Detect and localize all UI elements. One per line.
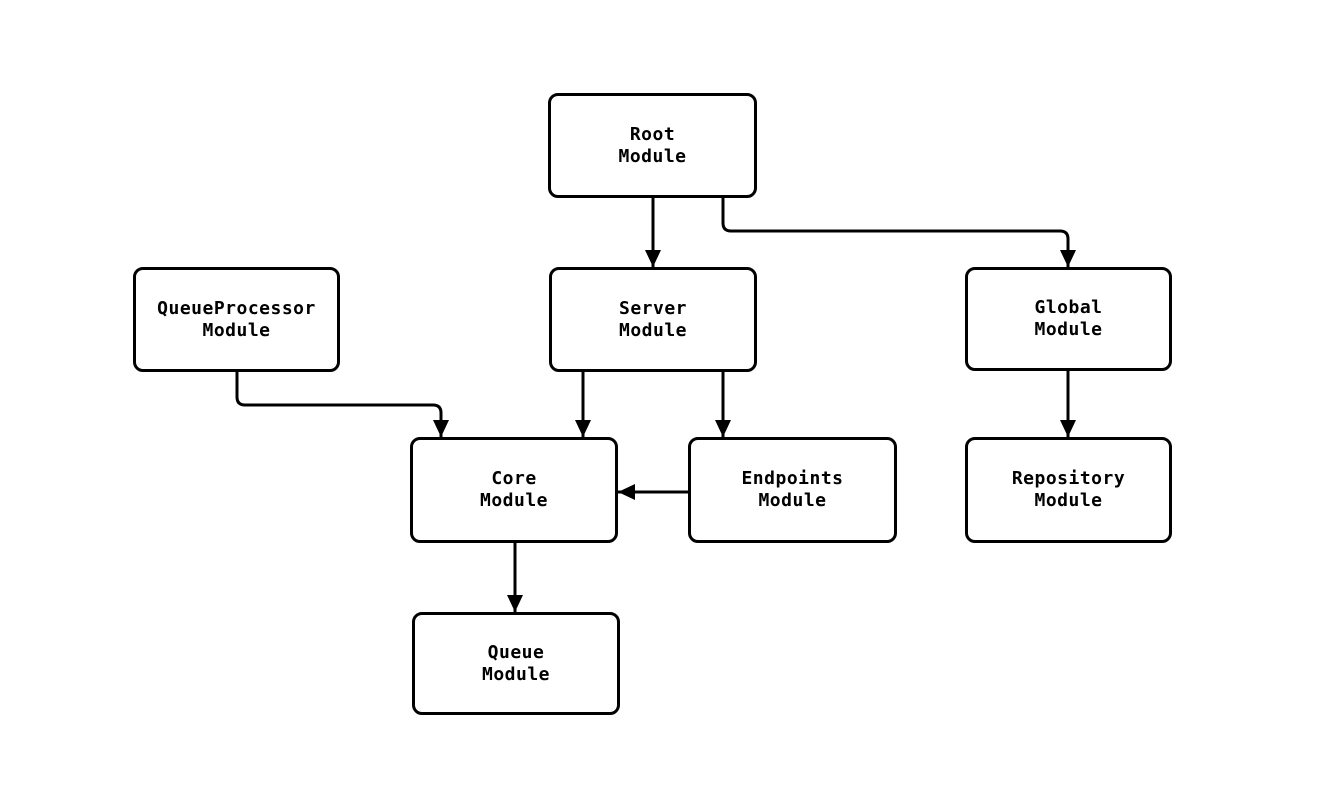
node-queueprocessor-label: QueueProcessor Module <box>157 297 316 341</box>
node-endpoints: Endpoints Module <box>688 437 897 543</box>
node-queue-label: Queue Module <box>481 641 551 685</box>
node-server-label: Server Module <box>618 297 688 341</box>
edge-root-to-global <box>721 198 1076 267</box>
node-queue: Queue Module <box>412 612 620 715</box>
node-root: Root Module <box>548 93 757 198</box>
node-root-label: Root Module <box>618 123 687 167</box>
node-queueprocessor: QueueProcessor Module <box>133 267 340 372</box>
node-core-label: Core Module <box>479 468 549 511</box>
edge-queueprocessor-to-core <box>235 372 449 437</box>
node-repository: Repository Module <box>965 437 1172 543</box>
node-global-label: Global Module <box>1034 297 1103 340</box>
node-repository-label: Repository Module <box>1011 468 1126 511</box>
node-endpoints-label: Endpoints Module <box>741 468 844 511</box>
node-global: Global Module <box>965 267 1172 371</box>
node-server: Server Module <box>549 267 757 372</box>
node-core: Core Module <box>410 437 618 543</box>
